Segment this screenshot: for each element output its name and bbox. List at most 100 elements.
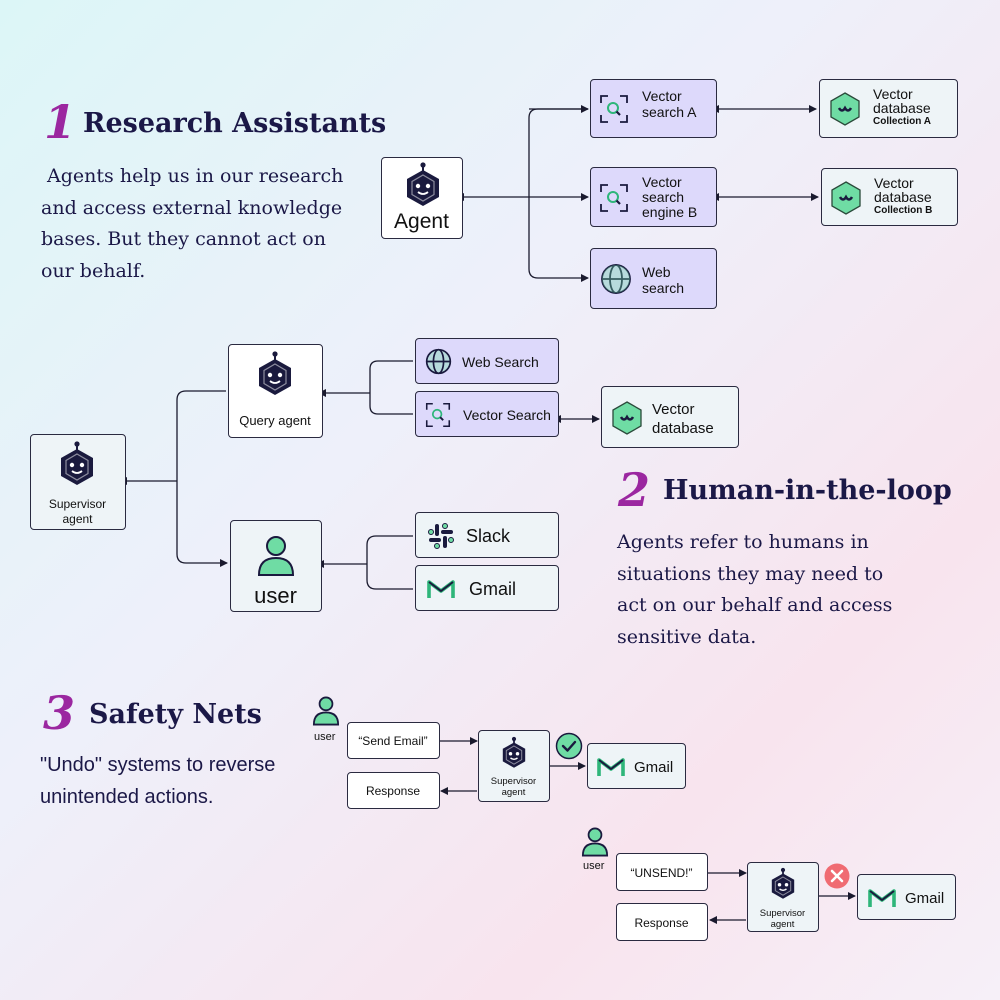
- robot-icon: [407, 162, 439, 206]
- label-line: Web: [642, 264, 671, 280]
- user-label: user: [583, 860, 605, 872]
- query-agent-node: Query agent: [228, 344, 323, 438]
- gmail-node: Gmail: [857, 874, 956, 920]
- vector-database-node: Vector database: [601, 386, 739, 448]
- vector-database-icon: [831, 181, 861, 215]
- gmail-node: Gmail: [415, 565, 559, 611]
- scan-search-icon: [600, 95, 628, 123]
- label-line: search: [642, 280, 685, 296]
- agent-node: Agent: [381, 157, 463, 239]
- web-search-node: Web search: [590, 248, 717, 309]
- label-line: Collection A: [873, 116, 931, 127]
- desc-line: Agents refer to humans in: [617, 531, 869, 553]
- section-2-number: 2: [618, 463, 651, 517]
- desc-line: our behalf.: [41, 259, 146, 282]
- gmail-label: Gmail: [469, 579, 517, 599]
- supervisor-agent-node: Supervisor agent: [30, 434, 126, 530]
- slack-icon: [428, 523, 454, 549]
- label-line: engine B: [642, 204, 698, 220]
- label-line: Vector: [642, 174, 682, 190]
- section-3-title: Safety Nets: [89, 699, 262, 730]
- vector-db-a-node: Vector database Collection A: [819, 79, 958, 138]
- label-line: agent: [501, 787, 526, 798]
- label-line: Collection B: [874, 205, 933, 216]
- slack-node: Slack: [415, 512, 559, 558]
- section-1-number: 1: [44, 95, 77, 149]
- send-email-label: “Send Email”: [358, 734, 428, 748]
- desc-line: situations they may need to: [617, 562, 884, 585]
- check-icon: [555, 732, 583, 760]
- section-2-description: Agents refer to humans in situations the…: [617, 527, 892, 653]
- vector-database-label: Vector database: [652, 400, 714, 438]
- query-agent-label: Query agent: [239, 413, 311, 428]
- vector-search-engine-b-node: Vector search engine B: [590, 167, 717, 227]
- label-line: database: [874, 189, 932, 205]
- vector-search-engine-b-label: Vector search engine B: [642, 175, 697, 220]
- vector-database-icon: [830, 92, 860, 126]
- response-node: Response: [616, 903, 708, 941]
- label-line: Supervisor: [759, 908, 806, 919]
- user-icon: [257, 536, 295, 576]
- desc-line: Agents help us in our research: [41, 165, 344, 187]
- slack-label: Slack: [466, 526, 511, 546]
- web-search-label: Web search: [642, 264, 684, 296]
- section-3-description: "Undo" systems to reverse unintended act…: [40, 750, 275, 813]
- supervisor-agent-node: Supervisor agent: [478, 730, 550, 802]
- user-icon: [312, 696, 340, 726]
- vector-search-a-label: Vector search A: [642, 88, 696, 120]
- robot-icon: [259, 351, 291, 395]
- robot-icon: [502, 736, 526, 768]
- agent-label: Agent: [394, 210, 449, 233]
- vector-search-node: Vector Search: [415, 391, 559, 437]
- section-2-title: Human-in-the-loop: [663, 475, 952, 506]
- desc-line: sensitive data.: [617, 625, 757, 648]
- desc-line: unintended actions.: [40, 785, 214, 808]
- section-3-number: 3: [43, 686, 76, 740]
- robot-icon: [61, 441, 93, 485]
- unsend-label: “UNSEND!”: [630, 866, 693, 880]
- section-1-description: Agents help us in our research and acces…: [41, 161, 343, 287]
- globe-icon: [601, 264, 631, 294]
- close-icon: [824, 863, 850, 889]
- gmail-label: Gmail: [905, 890, 945, 907]
- supervisor-agent-label: Supervisor agent: [31, 497, 124, 527]
- web-search-label: Web Search: [462, 354, 539, 370]
- label-line: Supervisor: [490, 776, 537, 787]
- scan-search-icon: [425, 402, 451, 428]
- unsend-node: “UNSEND!”: [616, 853, 708, 891]
- globe-icon: [425, 348, 452, 375]
- label-line: database: [652, 420, 714, 437]
- vector-search-a-node: Vector search A: [590, 79, 717, 138]
- supervisor-agent-label: Supervisor agent: [748, 908, 817, 930]
- response-node: Response: [347, 772, 440, 809]
- vector-database-icon: [612, 401, 642, 435]
- label-line: Vector: [873, 86, 913, 102]
- label-line: Vector: [874, 175, 914, 191]
- response-label: Response: [634, 916, 689, 930]
- user-node: user: [230, 520, 322, 612]
- vector-db-b-label: Vector database Collection B: [874, 176, 932, 218]
- desc-line: and access external knowledge: [41, 196, 343, 219]
- user-label: user: [254, 583, 297, 608]
- gmail-icon: [427, 580, 455, 598]
- user-label: user: [314, 731, 336, 743]
- label-line: Supervisor: [48, 497, 107, 511]
- label-line: agent: [62, 512, 93, 526]
- label-line: Vector: [642, 88, 682, 104]
- supervisor-agent-node: Supervisor agent: [747, 862, 819, 932]
- vector-db-a-label: Vector database Collection A: [873, 87, 931, 129]
- label-line: search A: [642, 104, 697, 120]
- gmail-node: Gmail: [587, 743, 686, 789]
- desc-line: "Undo" systems to reverse: [40, 754, 276, 776]
- label-line: search: [642, 189, 685, 205]
- desc-line: bases. But they cannot act on: [41, 228, 326, 250]
- gmail-label: Gmail: [634, 759, 674, 776]
- scan-search-icon: [600, 184, 628, 212]
- gmail-icon: [597, 758, 625, 776]
- label-line: Vector: [652, 401, 695, 418]
- robot-icon: [771, 867, 795, 899]
- response-label: Response: [365, 784, 421, 798]
- user-icon: [581, 827, 609, 857]
- vector-search-label: Vector Search: [463, 407, 551, 423]
